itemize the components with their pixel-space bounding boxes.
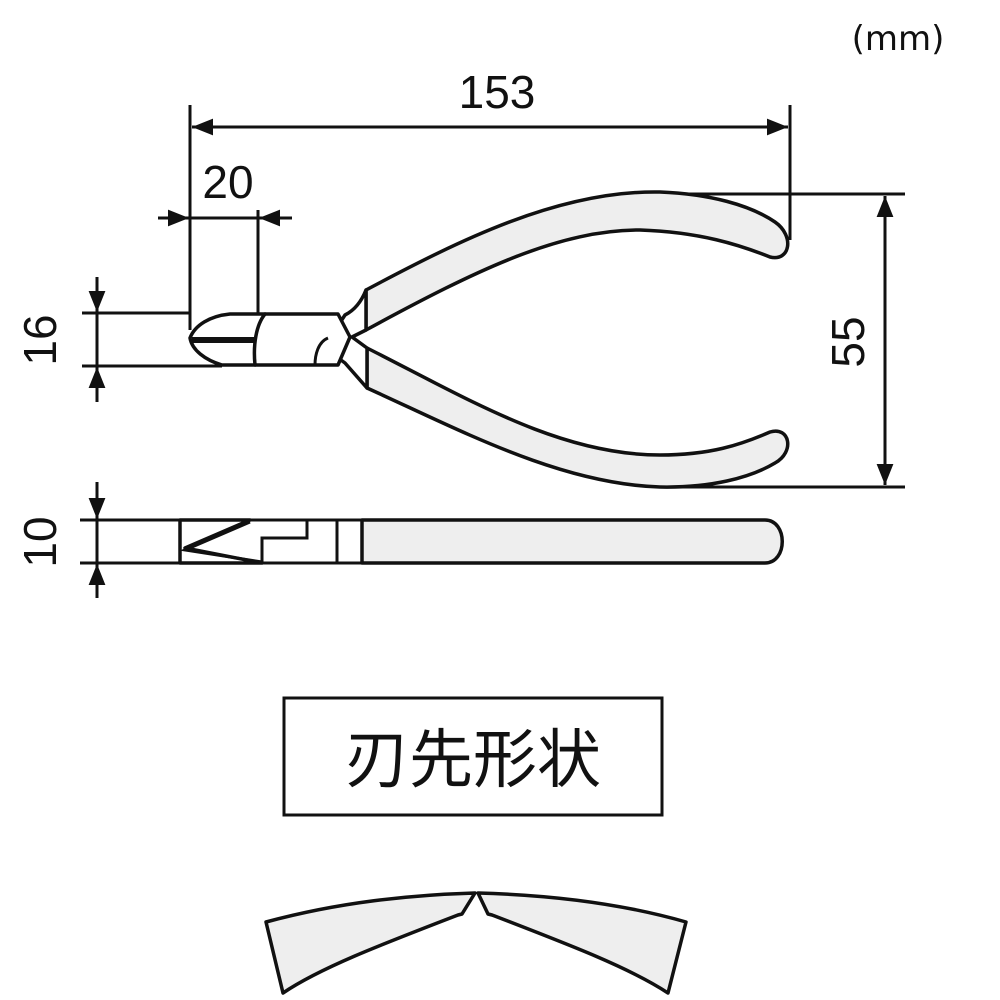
overall-length-dimension: 153 xyxy=(188,66,792,330)
head-width-dimension: 16 xyxy=(14,277,222,402)
head-length-dimension: 20 xyxy=(158,156,292,315)
head-length-label: 20 xyxy=(202,156,253,208)
head-width-label: 16 xyxy=(14,314,66,365)
pliers-side-view xyxy=(178,518,784,565)
head xyxy=(252,312,352,367)
thickness-dimension: 10 xyxy=(14,482,260,598)
handle-span-label: 55 xyxy=(822,316,874,367)
lower-handle xyxy=(365,346,790,489)
upper-handle xyxy=(364,190,790,332)
thickness-label: 10 xyxy=(14,516,66,567)
overall-length-label: 153 xyxy=(459,66,536,118)
blade-shape-label-box: 刃先形状 xyxy=(282,696,664,817)
unit-label: (mm) xyxy=(852,19,945,59)
pliers-top-view xyxy=(188,190,790,489)
side-handle xyxy=(360,518,784,565)
blade-shape-label: 刃先形状 xyxy=(345,724,601,798)
blade-cross-section xyxy=(264,891,688,995)
